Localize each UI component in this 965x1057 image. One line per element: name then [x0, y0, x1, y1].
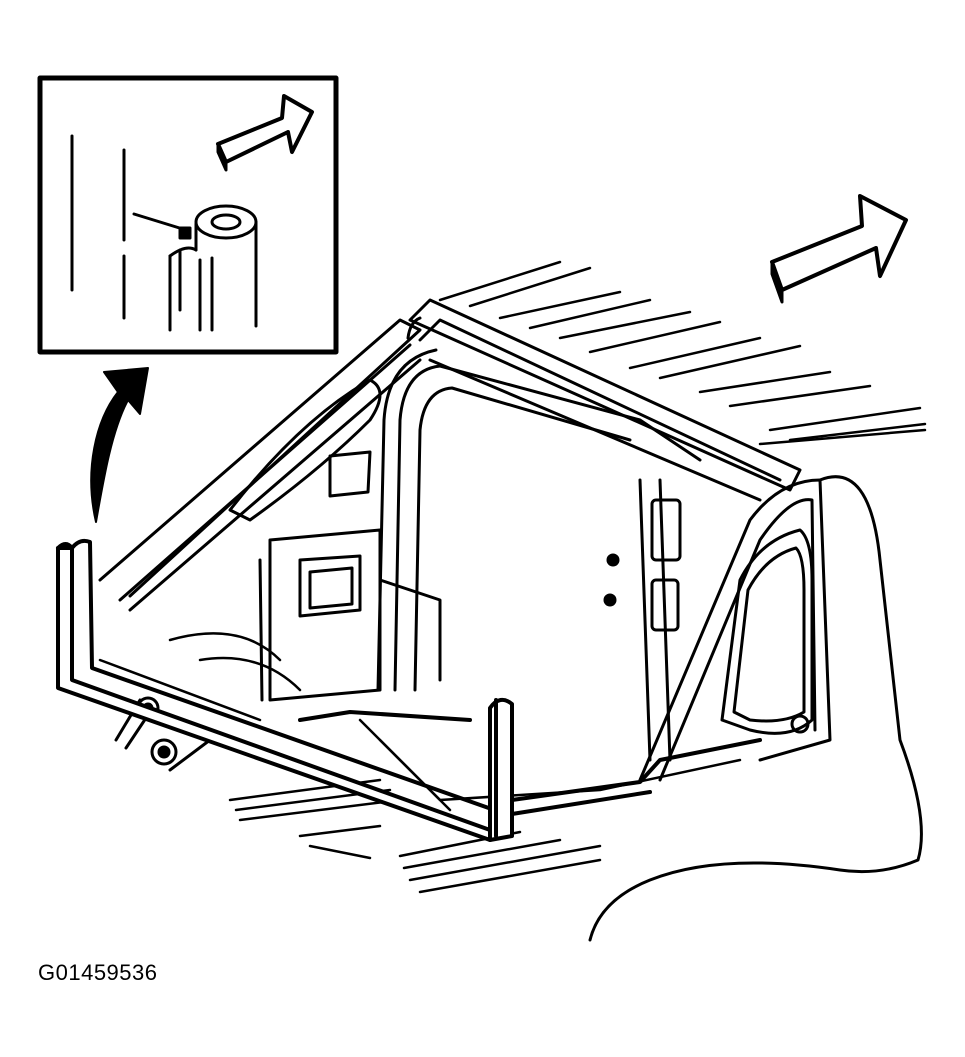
- inset-frame: [37, 75, 339, 355]
- roof-rails: [438, 260, 927, 446]
- curved-arrow-icon: [90, 367, 149, 523]
- main-direction-arrow-icon: [770, 194, 908, 304]
- inset-direction-arrow-icon: [216, 94, 314, 172]
- detail-inset: [37, 75, 339, 355]
- weatherstrip-seal: [56, 538, 762, 842]
- seat: [258, 450, 442, 702]
- figure-id-label: G01459536: [38, 960, 158, 985]
- floor: [98, 632, 742, 894]
- left-pillar: [98, 318, 422, 612]
- door-opening: [376, 348, 702, 762]
- rear-quarter: [588, 475, 923, 942]
